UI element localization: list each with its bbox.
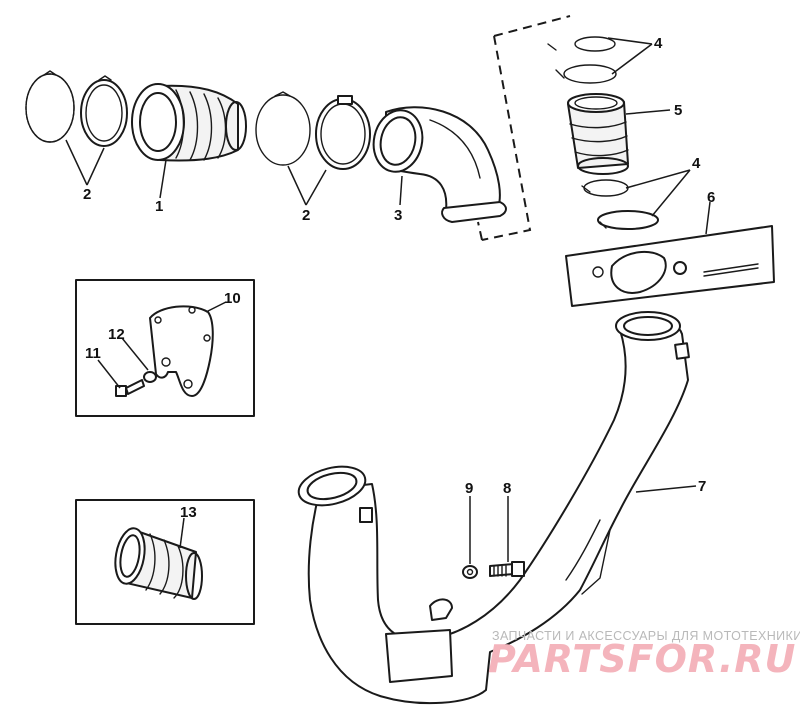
bracket-10	[149, 305, 214, 397]
callout-13: 13	[180, 504, 197, 521]
callout-11: 11	[85, 345, 101, 362]
bolt-11	[115, 379, 145, 397]
leader-lines	[65, 37, 711, 564]
watermark: ЗАПЧАСТИ И АКСЕССУАРЫ ДЛЯ МОТОТЕХНИКИ PA…	[488, 629, 800, 681]
watermark-tagline: ЗАПЧАСТИ И АКСЕССУАРЫ ДЛЯ МОТОТЕХНИКИ	[492, 629, 800, 643]
callout-6: 6	[707, 189, 715, 206]
inset-hose-box	[75, 499, 255, 625]
clamp-left-inner	[80, 75, 128, 147]
callout-7: 7	[698, 478, 706, 495]
callout-4-upper: 4	[654, 35, 663, 52]
washer-12	[143, 371, 157, 383]
callout-10: 10	[224, 290, 241, 307]
callout-9: 9	[465, 480, 473, 497]
callout-4-lower: 4	[692, 155, 701, 172]
bolt-8	[489, 561, 525, 577]
callout-8: 8	[503, 480, 511, 497]
clamp-upper-set	[547, 36, 617, 84]
clamp-left-outer	[25, 70, 75, 143]
dashed-assembly-bracket	[477, 15, 571, 241]
callout-3: 3	[394, 207, 402, 224]
callout-labels: 2 1 2 3 4 5 4 6 7 8 9 10 12 11 13	[83, 35, 715, 521]
mounting-plate	[565, 225, 775, 307]
clamp-right-inner	[315, 95, 371, 170]
clamp-right-outer	[255, 91, 311, 166]
exhaust-elbow	[372, 106, 507, 223]
clamp-lower-set	[581, 179, 659, 230]
callout-1: 1	[155, 198, 163, 215]
inset-bracket-box	[75, 279, 255, 417]
hose-13	[114, 527, 203, 600]
callout-2-right: 2	[302, 207, 310, 224]
callout-12: 12	[108, 326, 125, 343]
exhaust-pipe	[297, 311, 690, 705]
exhaust-bellows	[131, 83, 247, 162]
callout-5: 5	[674, 102, 682, 119]
watermark-brand: PARTSFOR.RU	[488, 637, 796, 681]
callout-2-left: 2	[83, 186, 91, 203]
washer-9	[462, 565, 478, 579]
exhaust-hose	[567, 93, 629, 175]
